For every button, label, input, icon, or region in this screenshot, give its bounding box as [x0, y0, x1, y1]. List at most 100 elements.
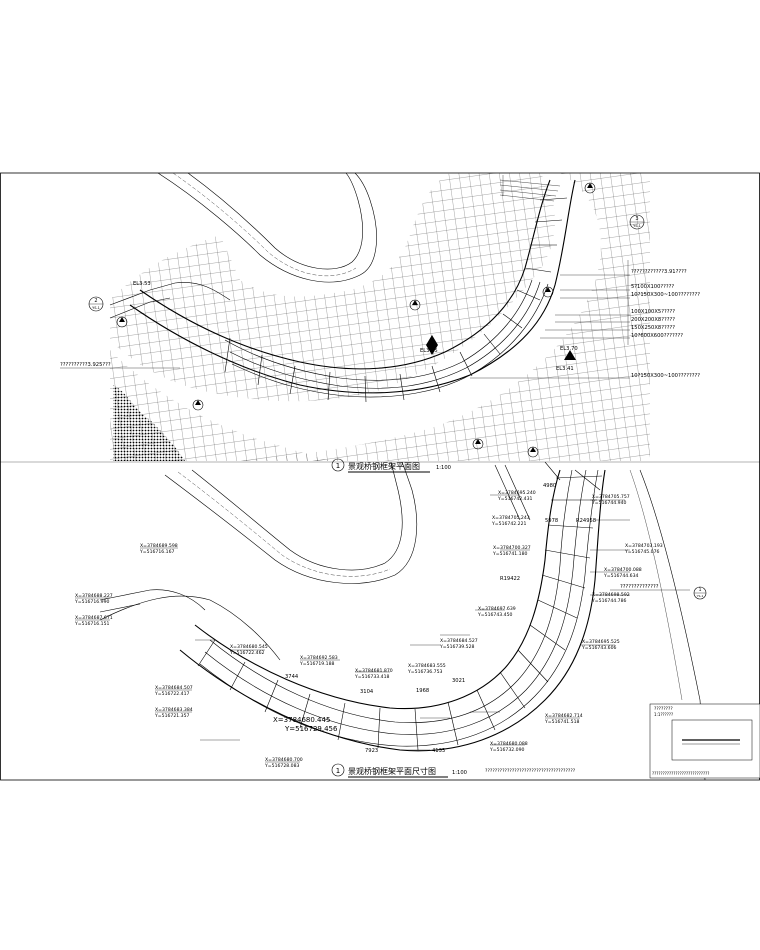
dim-right-callout: ??????????????: [620, 584, 659, 590]
coord-y-23: Y=516729.456: [284, 725, 338, 733]
coord-y-16: Y=516733.418: [354, 674, 389, 680]
plan-view: [109, 173, 650, 461]
legend-box: ???????? 1:1?????? ?????????????????????…: [649, 703, 760, 779]
dim-leaders: [75, 494, 690, 763]
coord-y-12: Y=516743.606: [581, 645, 616, 651]
coord-y-17: Y=516732.090: [489, 747, 524, 753]
coord-x-12: X=3784695.525: [582, 639, 620, 645]
svg-text:3: 3: [635, 216, 638, 222]
dim-walkway-inner: [191, 462, 403, 571]
svg-text:1: 1: [699, 587, 702, 593]
coord-y-7: Y=516744.786: [591, 598, 626, 604]
coord-y-4: Y=516741.180: [492, 551, 527, 557]
ramp-left: [109, 282, 231, 306]
coord-x-13: X=3784682.714: [545, 713, 583, 719]
coord-x-4: X=3784700.327: [493, 545, 531, 551]
dim-9: R19422: [500, 576, 520, 582]
dim-right-boundary-2: [629, 469, 683, 701]
section-marker-1: 1 YS-1: [693, 586, 707, 600]
coord-x-17: X=3784680.088: [490, 741, 528, 747]
coord-y-20: Y=516722.417: [154, 691, 189, 697]
dim-5: 4133: [432, 748, 445, 754]
dim-4: 3021: [452, 678, 465, 684]
dim-walkway-outer: [164, 462, 418, 584]
coord-y-14: Y=516739.528: [439, 644, 474, 650]
dim-ramp-top: [494, 462, 601, 521]
legend-caption: ???????????????????????????: [652, 771, 709, 776]
coord-x-11: X=3784687.671: [75, 615, 113, 621]
coord-y-6: Y=516744.634: [603, 573, 638, 579]
coord-x-21: X=3784683.384: [155, 707, 193, 713]
dim-title-block: 1 景观桥钢框架平面尺寸图 1:100 ????????????????????…: [331, 763, 576, 778]
walkway-edge-inner: [187, 173, 363, 270]
level-mark-2: EL3.65: [420, 348, 438, 354]
plan-title: 景观桥钢框架平面图: [348, 461, 420, 471]
dim-cross-beams: [197, 475, 603, 751]
coord-y-8: Y=516743.450: [477, 612, 512, 618]
dim-walkway-center: [177, 471, 391, 577]
coord-y-11: Y=516716.151: [74, 621, 109, 627]
dim-3: 1968: [416, 688, 429, 694]
coord-y-2: Y=516744.940: [591, 500, 626, 506]
bridge-deck-outer: [129, 179, 576, 394]
plan-callout-7: 10?600X600???????: [631, 333, 683, 339]
level-mark-1: EL3.53: [133, 281, 151, 287]
dimension-values: 3744 3104 1968 3021 4133 7923 5978 R2495…: [285, 483, 596, 754]
plan-callout-1: ????????????3.91????: [631, 269, 687, 275]
bridge-beam-2: [229, 281, 541, 389]
plan-callout-6: 150X250X8?????: [631, 325, 675, 331]
walkway-edge-outer: [157, 173, 377, 283]
plan-callout-2: 5?100X100?????: [631, 284, 674, 290]
dim-notes: ?????????????????????????????????????: [485, 768, 576, 774]
coord-y-15: Y=516736.753: [407, 669, 442, 675]
coord-y-22: Y=516728.083: [264, 763, 299, 769]
svg-text:YS-1: YS-1: [697, 594, 704, 598]
dim-scale: 1:100: [452, 770, 467, 776]
north-markers: [116, 182, 596, 458]
dim-beam-2: [204, 469, 587, 735]
coord-x-10: X=3784688.227: [75, 593, 113, 599]
coord-x-6: X=3784700.088: [604, 567, 642, 573]
plan-leaders: [60, 260, 630, 379]
coord-y-5: Y=516745.076: [624, 549, 659, 555]
dim-view: [99, 462, 706, 780]
dim-bridge-inner: [194, 469, 561, 710]
coord-y-3: Y=516742.221: [491, 521, 526, 527]
dim-right-boundary: [639, 469, 706, 780]
paving-grid-right: [240, 173, 650, 461]
coord-x-20: X=3784684.507: [155, 685, 193, 691]
coord-y-9: Y=516716.167: [139, 549, 174, 555]
plan-left-callout: ??????????3.925???: [60, 362, 111, 368]
coord-y-10: Y=516716.990: [74, 599, 109, 605]
paving-grid-lower: [110, 350, 330, 461]
dim-bridge-outer: [179, 469, 606, 752]
section-marker-2: 2 YS-1: [88, 296, 104, 312]
coord-y-21: Y=516721.357: [154, 713, 189, 719]
dim-6: 7923: [365, 748, 378, 754]
coord-x-7: X=3784698.592: [592, 592, 630, 598]
dim-1: 3744: [285, 674, 299, 680]
plan-scale: 1:100: [436, 465, 451, 471]
plan-callout-3: 10?150X300~100????????: [631, 292, 700, 298]
coord-x-23: X=3784680.445: [273, 716, 330, 724]
plan-callout-8: 10?150X300~100????????: [631, 373, 700, 379]
coord-y-13: Y=516741.518: [544, 719, 579, 725]
coord-x-9: X=3784689.598: [140, 543, 178, 549]
svg-text:YS-1: YS-1: [633, 224, 641, 228]
coord-x-2: X=3784705.757: [592, 494, 630, 500]
coord-y-18: Y=516722.462: [229, 650, 264, 656]
coord-x-19: X=3784692.583: [300, 655, 338, 661]
coord-x-14: X=3784684.527: [440, 638, 478, 644]
walkway-centerline: [172, 173, 357, 277]
dim-left-ramp: [99, 589, 206, 611]
coord-x-5: X=3784703.193: [625, 543, 663, 549]
level-mark-3: EL3.70: [560, 346, 578, 352]
dim-7: 5978: [545, 518, 558, 524]
coord-x-3: X=3784705.243: [492, 515, 530, 521]
legend-title: ????????: [654, 706, 673, 712]
dim-10: 4980: [543, 483, 556, 489]
dim-beam-1: [209, 469, 573, 723]
stairs-top: [499, 175, 561, 202]
coord-x-16: X=3784681.870: [355, 668, 393, 674]
